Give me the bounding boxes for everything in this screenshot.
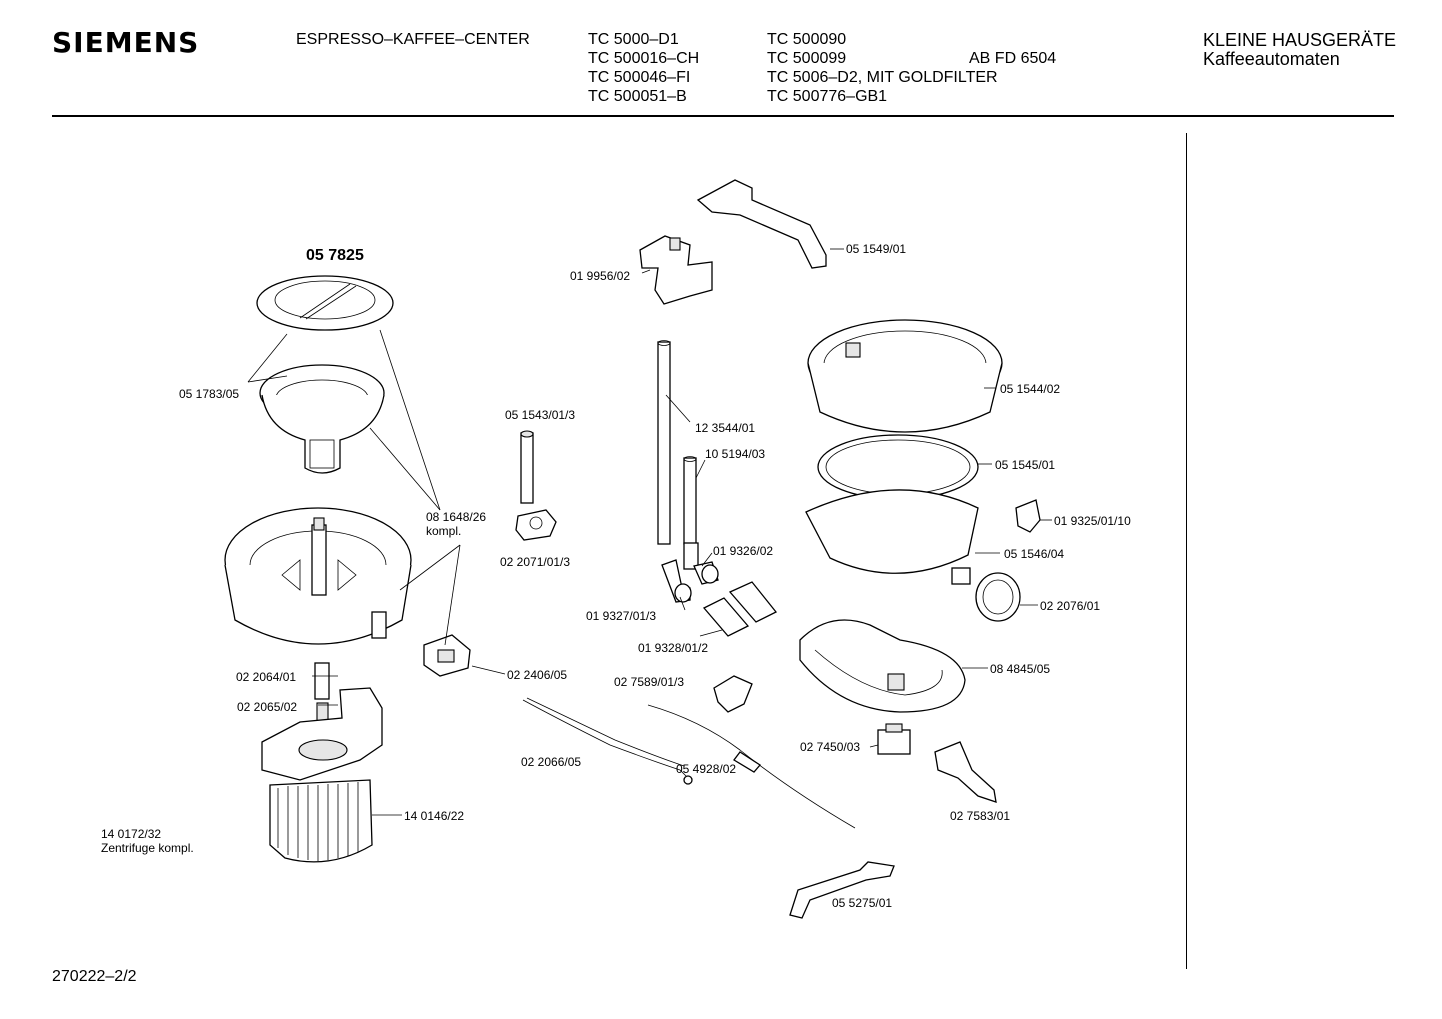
part-label: 05 4928/02 — [676, 762, 736, 776]
wire-bracket-drawing — [789, 861, 895, 919]
header-divider — [52, 115, 1394, 117]
part-label: 01 9325/01/10 — [1054, 514, 1131, 528]
product-title: ESPRESSO–KAFFEE–CENTER — [296, 31, 530, 48]
model-entry: TC 5006–D2, MIT GOLDFILTER — [767, 69, 998, 86]
part-label: 10 5194/03 — [705, 447, 765, 461]
part-label: 02 7450/03 — [800, 740, 860, 754]
elbow-fittings-drawing — [661, 542, 719, 603]
page-reference: 270222–2/2 — [52, 968, 137, 985]
doc-code: AB FD 6504 — [969, 50, 1057, 67]
model-entry: TC 5000–D1 — [588, 31, 679, 48]
latch-clip-drawing — [639, 235, 713, 305]
brand-logo: SIEMENS — [52, 26, 200, 59]
part-label: 14 0172/32 — [101, 827, 161, 841]
part-label: 05 1549/01 — [846, 242, 906, 256]
model-entry: TC 500099 — [767, 50, 847, 67]
category-title: KLEINE HAUSGERÄTE — [1203, 30, 1397, 50]
category-block: KLEINE HAUSGERÄTE Kaffeeautomaten — [1203, 30, 1397, 69]
model-list-right: TC 500090 TC 500099 TC 5006–D2, MIT GOLD… — [767, 30, 998, 106]
connector-block-drawing — [423, 634, 471, 677]
part-label: 02 2064/01 — [236, 670, 296, 684]
part-label: kompl. — [426, 524, 461, 538]
model-entry: TC 500090 — [767, 31, 847, 48]
part-label: 01 9328/01/2 — [638, 641, 708, 655]
sieve-cup-drawing — [259, 364, 385, 474]
part-label: 01 9327/01/3 — [586, 609, 656, 623]
model-entry: TC 500776–GB1 — [767, 88, 888, 105]
part-label: 02 2066/05 — [521, 755, 581, 769]
part-label: 14 0146/22 — [404, 809, 464, 823]
sensor-clip-drawing — [713, 675, 753, 713]
part-label: 05 1546/04 — [1004, 547, 1064, 561]
thermostat-drawing — [877, 723, 911, 755]
leader-lines — [247, 248, 1052, 816]
part-label: 01 9956/02 — [570, 269, 630, 283]
model-entry: TC 500016–CH — [588, 50, 700, 67]
small-clip-drawing — [1015, 499, 1041, 533]
part-label: 02 7589/01/3 — [614, 675, 684, 689]
pin-drawing — [520, 430, 534, 504]
model-entry: TC 500046–FI — [588, 69, 691, 86]
part-label: 05 1543/01/3 — [505, 408, 575, 422]
centrifuge-bowl-drawing — [224, 507, 412, 645]
long-tube-drawing — [657, 340, 671, 545]
part-label: 02 2071/01/3 — [500, 555, 570, 569]
model-entry: TC 500051–B — [588, 88, 687, 105]
boiler-housing-drawing — [807, 319, 1003, 433]
part-label: 02 2076/01 — [1040, 599, 1100, 613]
part-label: 05 5275/01 — [832, 896, 892, 910]
part-label: 05 1783/05 — [179, 387, 239, 401]
part-label: 08 1648/26 — [426, 510, 486, 524]
cable-harness-drawing — [522, 697, 856, 829]
short-tube-drawing — [683, 456, 697, 545]
subcategory-title: Kaffeeautomaten — [1203, 49, 1340, 69]
part-label: 05 1545/01 — [995, 458, 1055, 472]
spring-clip-drawing — [934, 741, 997, 803]
filter-ring-drawing — [256, 275, 394, 331]
boiler-base-drawing — [805, 489, 979, 585]
part-label: 12 3544/01 — [695, 421, 755, 435]
part-label: 01 9326/02 — [713, 544, 773, 558]
margin-divider — [1186, 133, 1187, 969]
motor-drive-drawing — [261, 662, 383, 863]
part-label: 02 7583/01 — [950, 809, 1010, 823]
model-list-left: TC 5000–D1 TC 500016–CH TC 500046–FI TC … — [588, 30, 699, 106]
pin-clip-drawing — [515, 509, 557, 541]
part-label: Zentrifuge kompl. — [101, 841, 194, 855]
assembly-number: 05 7825 — [306, 247, 364, 264]
part-label: 05 1544/02 — [1000, 382, 1060, 396]
heating-element-drawing — [799, 619, 966, 713]
knob-drawing — [975, 572, 1021, 622]
part-label: 02 2406/05 — [507, 668, 567, 682]
lever-bracket-drawing — [696, 179, 827, 269]
sleeve-pair-drawing — [702, 581, 778, 637]
part-label: 08 4845/05 — [990, 662, 1050, 676]
part-label: 02 2065/02 — [237, 700, 297, 714]
